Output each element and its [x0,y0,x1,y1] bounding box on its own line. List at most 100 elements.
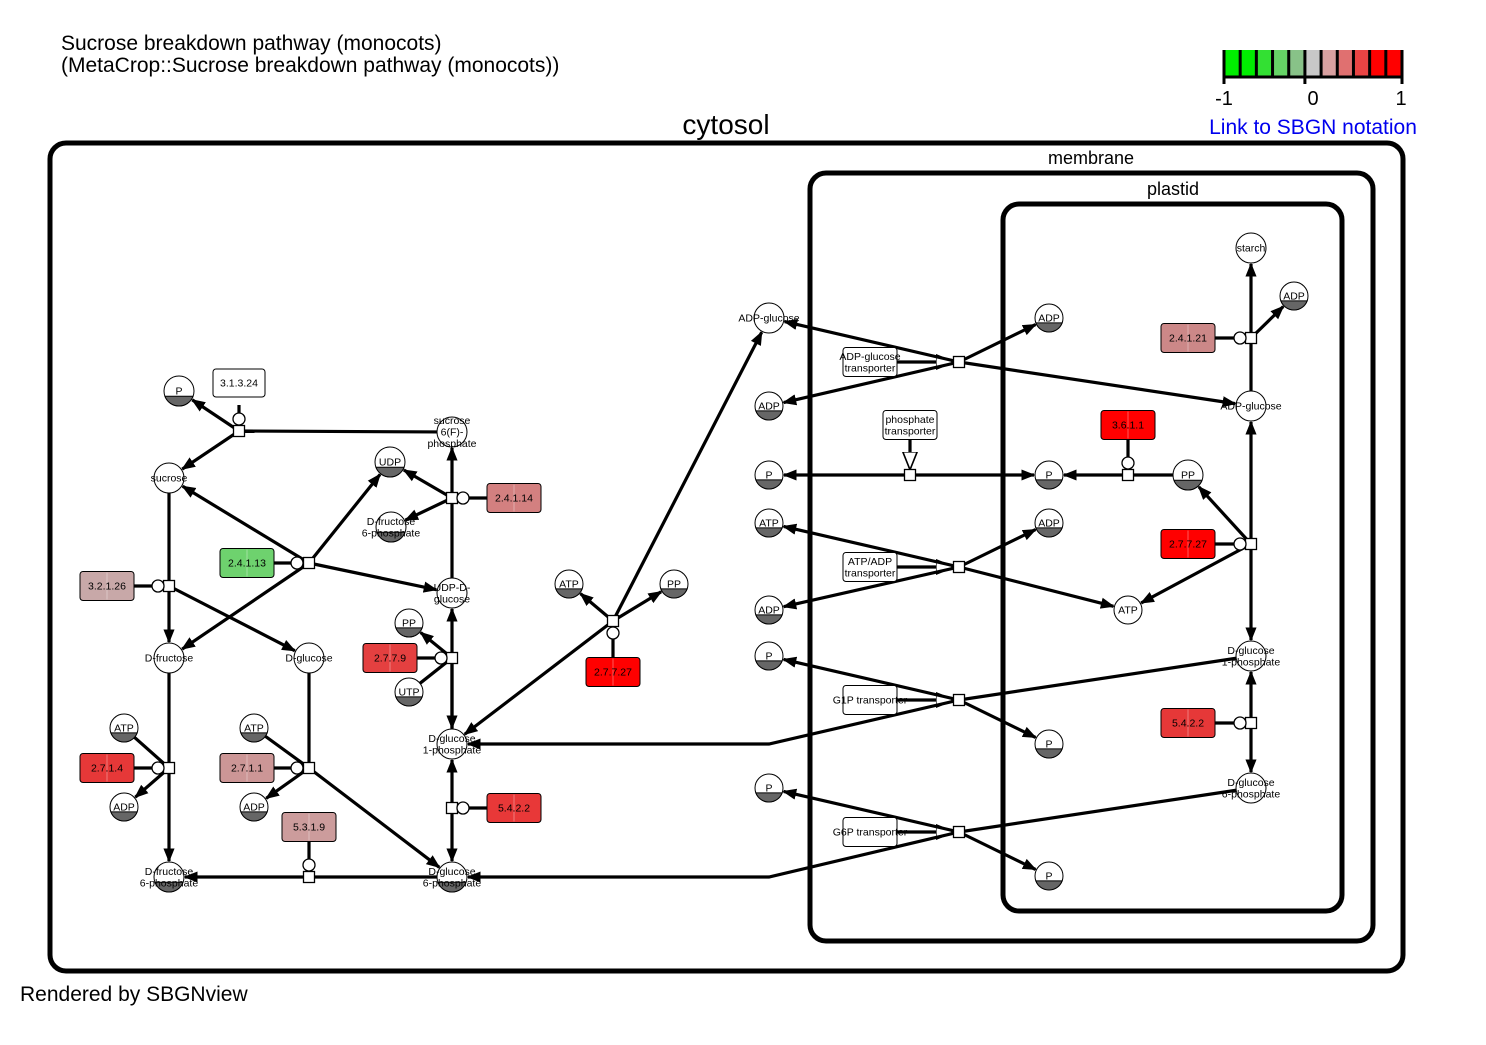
metabolite-label: D-glucose [285,653,332,665]
metabolite-pp-pl[interactable]: PP [1172,459,1204,491]
clone-marker [755,410,783,421]
product-arc [466,830,960,883]
enzyme-g1p-transporter[interactable]: G1P transporter [833,685,908,715]
legend-swatch [1272,50,1290,76]
enzyme-label: 5.4.2.2 [1172,718,1204,730]
metabolite-p-cyt1[interactable]: P [754,460,784,490]
metabolite-adpg-cyt[interactable]: ADP-glucose [738,302,800,334]
metabolite-adp-pl2[interactable]: ADP [1034,508,1064,538]
metabolite-adp-fk[interactable]: ADP [109,792,139,822]
metabolite-label: sucrose [151,473,188,485]
enzyme-e2-7-1-4[interactable]: 2.7.1.4 [79,753,135,783]
enzyme-g6p-transporter[interactable]: G6P transporter [833,817,908,847]
legend-tick-min: -1 [1215,88,1233,110]
enzyme-label: 2.7.7.27 [594,667,632,679]
metabolite-p-pl2[interactable]: P [1034,729,1064,759]
metabolite-adp-pl3[interactable]: ADP [1279,281,1309,311]
legend-swatch [1224,50,1241,76]
enzyme-box [882,410,938,440]
membrane-compartment [807,170,1376,944]
metabolite-adp-cyt1[interactable]: ADP [754,391,784,421]
clone-marker [110,732,138,743]
product-arc [958,323,1037,364]
enzyme-e3-1-3-24[interactable]: 3.1.3.24 [212,368,266,398]
metabolite-adp-hk[interactable]: ADP [239,792,269,822]
metabolite-atp-hk[interactable]: ATP [239,713,269,743]
clone-marker [755,660,783,671]
enzyme-label: 5.3.1.9 [293,822,325,834]
sbgn-notation-link[interactable]: Link to SBGN notation [1209,116,1417,139]
metabolite-atp-pl[interactable]: ATP [1113,595,1143,625]
metabolite-pp-left[interactable]: PP [394,608,424,638]
metabolite-label: ATP [1118,605,1138,617]
metabolite-sucrose[interactable]: sucrose [151,462,188,494]
catalysis-circle [1233,537,1247,551]
consumption-arc [958,788,1237,834]
metabolite-d-fructose[interactable]: D-fructose [145,642,194,674]
metabolite-atp-fk[interactable]: ATP [109,713,139,743]
metabolite-p-cyt2[interactable]: P [754,641,784,671]
metabolite-label: ADP [243,802,265,814]
enzyme-e2-7-7-9[interactable]: 2.7.7.9 [362,643,418,673]
product-arc [181,429,240,471]
metabolite-adp-pl1[interactable]: ADP [1034,303,1064,333]
metabolite-circle [153,642,185,674]
clone-marker [376,531,406,543]
legend-swatch [1369,50,1387,76]
metabolite-udp[interactable]: UDP [374,446,406,478]
enzyme-e2-7-7-27-cyt[interactable]: 2.7.7.27 [585,657,641,687]
consumption-arc [958,656,1237,702]
metabolite-atp-mid[interactable]: ATP [554,569,584,599]
catalysis-circle [151,579,165,593]
product-arc [958,528,1037,569]
process-node [903,468,917,482]
metabolite-utp[interactable]: UTP [394,677,424,707]
enzyme-e2-4-1-21[interactable]: 2.4.1.21 [1160,323,1216,353]
enzyme-e2-4-1-13[interactable]: 2.4.1.13 [219,548,275,578]
metabolite-pp-mid[interactable]: PP [659,569,689,599]
enzyme-e3-6-1-1[interactable]: 3.6.1.1 [1100,410,1156,440]
metabolite-adpg-pl[interactable]: ADP-glucose [1220,390,1282,422]
metabolite-label: ATP [244,723,264,735]
enzyme-e5-3-1-9[interactable]: 5.3.1.9 [281,812,337,842]
metabolite-d-glucose[interactable]: D-glucose [285,642,333,674]
metabolite-adp-cyt2[interactable]: ADP [754,595,784,625]
process-node [1244,716,1258,730]
clone-marker [1280,300,1308,311]
metabolite-starch[interactable]: starch [1235,232,1267,264]
metabolite-atp-cyt[interactable]: ATP [754,508,784,538]
enzyme-e2-7-1-1[interactable]: 2.7.1.1 [219,753,275,783]
legend-tick-mid: 0 [1307,88,1318,110]
metabolite-circle [436,728,468,760]
enzyme-e2-4-1-14[interactable]: 2.4.1.14 [486,483,542,513]
metabolite-p-cyt3[interactable]: P [754,773,784,803]
metabolite-udp-glucose[interactable]: UDP-D-glucose [434,577,471,609]
page-title: Sucrose breakdown pathway (monocots) [61,32,442,55]
metabolite-p-top[interactable]: P [163,375,195,407]
metabolite-p-pl3[interactable]: P [1034,861,1064,891]
enzyme-e5-4-2-2-cyt[interactable]: 5.4.2.2 [486,793,542,823]
enzyme-e3-2-1-26[interactable]: 3.2.1.26 [79,571,135,601]
clone-marker [1035,748,1063,759]
catalysis-circle [232,412,246,426]
enzyme-e5-4-2-2-pl[interactable]: 5.4.2.2 [1160,708,1216,738]
process-node [302,556,316,570]
enzyme-e2-7-7-27-pl[interactable]: 2.7.7.27 [1160,529,1216,559]
metabolite-p-pl1[interactable]: P [1034,460,1064,490]
